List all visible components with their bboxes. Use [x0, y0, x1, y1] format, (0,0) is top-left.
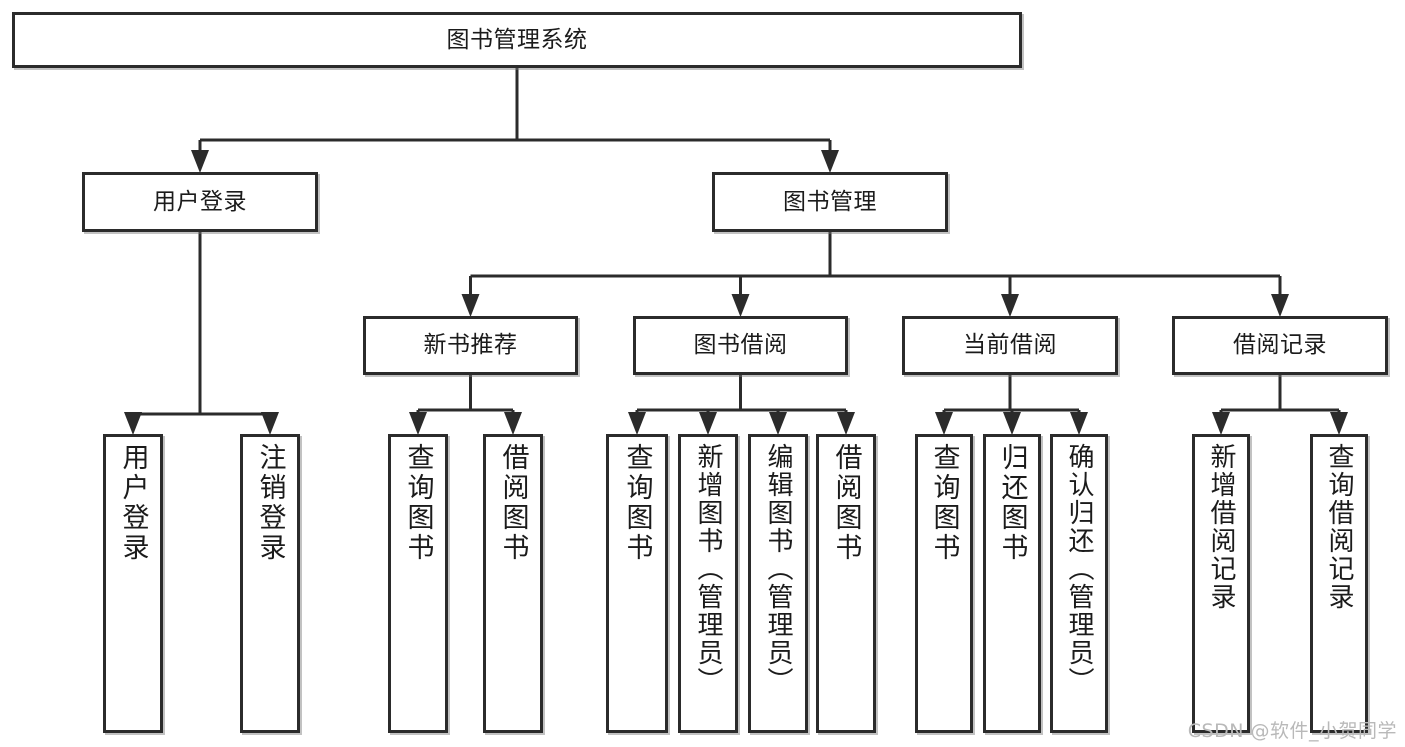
node-leaf-borrow-book-1[interactable]: 借阅图书: [483, 434, 543, 733]
node-label: 新增图书（管理员）: [693, 443, 723, 695]
connector-group-root: [191, 68, 839, 173]
node-label: 借阅记录: [1233, 332, 1327, 359]
node-label: 查询借阅记录: [1324, 443, 1354, 611]
connector-group-bookmgmt: [461, 232, 1289, 317]
node-current[interactable]: 当前借阅: [902, 316, 1118, 375]
arrowhead-icon: [1212, 412, 1230, 435]
node-leaf-borrow-book-2[interactable]: 借阅图书: [816, 434, 876, 733]
node-leaf-edit-book[interactable]: 编辑图书（管理员）: [748, 434, 808, 733]
arrowhead-icon: [1330, 412, 1348, 435]
arrowhead-icon: [769, 412, 787, 435]
connector-group-login: [124, 232, 279, 435]
node-label: 新书推荐: [423, 332, 518, 359]
arrowhead-icon: [1001, 294, 1019, 317]
node-label: 用户登录: [117, 443, 149, 563]
node-borrow[interactable]: 图书借阅: [633, 316, 848, 375]
node-label: 查询图书: [402, 443, 434, 563]
connector-group-newrec: [409, 375, 522, 435]
node-bookmgmt[interactable]: 图书管理: [712, 172, 948, 232]
arrowhead-icon: [1070, 412, 1088, 435]
node-root[interactable]: 图书管理系统: [12, 12, 1022, 68]
node-records[interactable]: 借阅记录: [1172, 316, 1388, 375]
node-label: 查询图书: [928, 443, 960, 563]
arrowhead-icon: [409, 412, 427, 435]
watermark-label: CSDN @软件_小贺同学: [1187, 720, 1397, 742]
arrowhead-icon: [1003, 412, 1021, 435]
node-label: 确认归还（管理员）: [1064, 443, 1094, 695]
arrowhead-icon: [731, 294, 750, 317]
node-leaf-user-login[interactable]: 用户登录: [103, 434, 163, 733]
arrowhead-icon: [837, 412, 855, 435]
node-label: 图书借阅: [693, 332, 788, 359]
node-leaf-query-book-1[interactable]: 查询图书: [388, 434, 448, 733]
node-leaf-user-logout[interactable]: 注销登录: [240, 434, 300, 733]
node-leaf-query-book-3[interactable]: 查询图书: [915, 434, 973, 733]
node-label: 编辑图书（管理员）: [763, 443, 793, 695]
node-leaf-query-book-2[interactable]: 查询图书: [606, 434, 668, 733]
node-leaf-add-book[interactable]: 新增图书（管理员）: [678, 434, 738, 733]
node-leaf-return-book[interactable]: 归还图书: [983, 434, 1041, 733]
arrowhead-icon: [261, 412, 279, 435]
arrowhead-icon: [821, 150, 839, 173]
node-label: 注销登录: [254, 443, 286, 563]
connector-group-borrow: [628, 375, 855, 435]
node-label: 借阅图书: [830, 443, 862, 563]
node-leaf-query-record[interactable]: 查询借阅记录: [1310, 434, 1368, 733]
node-leaf-confirm-ret[interactable]: 确认归还（管理员）: [1050, 434, 1108, 733]
node-label: 借阅图书: [497, 443, 529, 563]
node-leaf-add-record[interactable]: 新增借阅记录: [1192, 434, 1250, 733]
arrowhead-icon: [1271, 294, 1289, 317]
arrowhead-icon: [504, 412, 522, 435]
node-label: 用户登录: [153, 188, 247, 215]
connector-group-records: [1212, 375, 1348, 435]
arrowhead-icon: [935, 412, 953, 435]
arrowhead-icon: [191, 150, 209, 173]
arrowhead-icon: [699, 412, 717, 435]
node-label: 查询图书: [621, 443, 653, 563]
node-label: 新增借阅记录: [1206, 443, 1236, 611]
node-label: 图书管理系统: [446, 26, 588, 53]
node-newrec[interactable]: 新书推荐: [363, 316, 578, 375]
arrowhead-icon: [124, 412, 142, 435]
arrowhead-icon: [461, 294, 480, 317]
node-label: 当前借阅: [963, 332, 1057, 359]
arrowhead-icon: [628, 412, 646, 435]
node-label: 图书管理: [783, 188, 877, 215]
node-login[interactable]: 用户登录: [82, 172, 318, 232]
node-label: 归还图书: [996, 443, 1028, 563]
connector-group-current: [935, 375, 1088, 435]
